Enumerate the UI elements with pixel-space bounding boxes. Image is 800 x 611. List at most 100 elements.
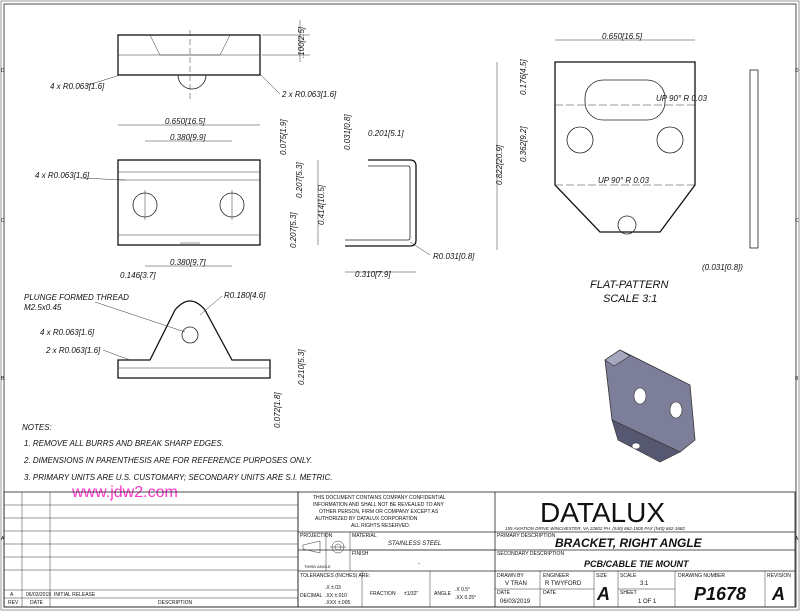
zone-row-c-right: C bbox=[795, 218, 799, 224]
zone-row-c-left: C bbox=[1, 218, 5, 224]
lower-radius-4x: 4 x R0.063[1.6] bbox=[40, 328, 95, 337]
tolerances-label: TOLERANCES (INCHES) ARE: bbox=[300, 573, 370, 579]
flat-width: 0.650[16.5] bbox=[602, 32, 643, 41]
tol-xx: .XX ±.010 bbox=[325, 593, 347, 599]
front-dim-207b: 0.207[5.3] bbox=[289, 212, 298, 248]
top-height-dim: .100[2.5] bbox=[297, 26, 306, 58]
drawn-by-label: DRAWN BY bbox=[497, 573, 524, 579]
tol-x: .X ±.03 bbox=[325, 585, 341, 591]
third-angle-label: THIRD ANGLE bbox=[304, 564, 331, 569]
tol-angle-xx: .XX 0.25° bbox=[455, 595, 476, 601]
confidential-line-5: ALL RIGHTS RESERVED. bbox=[351, 523, 410, 529]
rev-date-cell: 06/03/2019 bbox=[26, 592, 51, 598]
tol-fraction-value: ±1/32" bbox=[404, 591, 418, 597]
drawing-number-label: DRAWING NUMBER bbox=[678, 573, 725, 579]
revision-label: REVISION bbox=[767, 573, 791, 579]
lower-dim-210: 0.210[5.3] bbox=[297, 349, 306, 385]
lower-view: PLUNGE FORMED THREAD M2.5x0.45 R0.180[4.… bbox=[24, 291, 306, 428]
top-radius-left: 4 x R0.063[1.6] bbox=[50, 82, 105, 91]
flat-pattern-view: 0.650[16.5] 0.176[4.5] 0.362[9.2] 0.822[… bbox=[495, 32, 759, 305]
flat-dim-362: 0.362[9.2] bbox=[519, 126, 528, 162]
tol-angle-x: .X 0.5° bbox=[455, 587, 470, 593]
zone-row-d-right: D bbox=[795, 68, 799, 74]
flat-dim-822: 0.822[20.9] bbox=[495, 144, 504, 185]
front-view: 0.650[16.5] 0.380[9.9] 4 x R0.063[1.6] 0… bbox=[35, 117, 326, 280]
finish-value: - bbox=[418, 561, 420, 567]
zone-row-d-left: D bbox=[1, 68, 5, 74]
confidential-line-2: INFORMATION AND SHALL NOT BE REVEALED TO… bbox=[313, 502, 445, 508]
lower-plunge-label: PLUNGE FORMED THREAD bbox=[24, 293, 129, 302]
notes-heading: NOTES: bbox=[22, 423, 52, 432]
side-dim-201: 0.201[5.1] bbox=[368, 129, 404, 138]
side-dim-r031: R0.031[0.8] bbox=[433, 252, 475, 261]
flat-thickness: (0.031[0.8]) bbox=[702, 263, 743, 272]
front-width-holes: 0.380[9.9] bbox=[170, 133, 206, 142]
scale-value: 3:1 bbox=[640, 581, 649, 587]
top-view: .100[2.5] 4 x R0.063[1.6] 2 x R0.063[1.6… bbox=[50, 20, 337, 100]
confidential-line-1: THIS DOCUMENT CONTAINS COMPANY CONFIDENT… bbox=[313, 495, 446, 501]
date-header: DATE bbox=[30, 600, 44, 606]
tol-xxx: .XXX ±.005 bbox=[325, 600, 350, 606]
rev-cell: A bbox=[10, 592, 14, 598]
material-label: MATERIAL bbox=[352, 533, 377, 539]
sheet-value: 1 OF 1 bbox=[638, 599, 657, 605]
flat-pattern-title: FLAT-PATTERN bbox=[590, 279, 668, 291]
flat-bend-top: UP 90° R 0.03 bbox=[656, 94, 707, 103]
confidential-line-4: AUTHORIZED BY DATALUX CORPORATION bbox=[315, 516, 418, 522]
zone-row-a-left: A bbox=[1, 536, 5, 542]
lower-radius-large: R0.180[4.6] bbox=[224, 291, 266, 300]
flat-dim-176: 0.176[4.5] bbox=[519, 59, 528, 95]
third-angle-symbol bbox=[302, 540, 346, 554]
front-width-overall: 0.650[16.5] bbox=[165, 117, 206, 126]
primary-description: BRACKET, RIGHT ANGLE bbox=[555, 536, 703, 550]
material-value: STAINLESS STEEL bbox=[388, 541, 441, 547]
sheet-label: SHEET bbox=[620, 590, 637, 596]
primary-desc-label: PRIMARY DESCRIPTION bbox=[497, 533, 556, 539]
size-label: SIZE bbox=[596, 573, 608, 579]
finish-label: FINISH bbox=[352, 551, 369, 557]
top-radius-right: 2 x R0.063[1.6] bbox=[281, 90, 337, 99]
rev-description-cell: INITIAL RELEASE bbox=[54, 592, 96, 598]
drawing-number: P1678 bbox=[694, 584, 746, 604]
flat-bend-bottom: UP 90° R 0.03 bbox=[598, 176, 649, 185]
tol-fraction-label: FRACTION bbox=[370, 591, 396, 597]
confidential-line-3: OTHER PERSON, FIRM OR COMPANY EXCEPT AS bbox=[319, 509, 439, 515]
lower-dim-072: 0.072[1.8] bbox=[273, 392, 282, 428]
scale-label: SCALE bbox=[620, 573, 637, 579]
date-label-2: DATE bbox=[543, 590, 557, 596]
zone-row-b-right: B bbox=[795, 376, 799, 382]
isometric-view bbox=[604, 349, 696, 463]
projection-label: PROJECTION bbox=[300, 533, 333, 539]
engineer-label: ENGINEER bbox=[543, 573, 570, 579]
front-dim-380-bottom: 0.380[9.7] bbox=[170, 258, 206, 267]
company-name: DATALUX bbox=[540, 497, 665, 528]
lower-radius-2x: 2 x R0.063[1.6] bbox=[45, 346, 101, 355]
front-radius-label: 4 x R0.063[1.6] bbox=[35, 171, 90, 180]
date-label: DATE bbox=[497, 590, 511, 596]
rev-header: REV bbox=[8, 600, 19, 606]
front-dim-075: 0.075[1.9] bbox=[279, 119, 288, 155]
flat-pattern-scale: SCALE 3:1 bbox=[603, 293, 657, 305]
side-view: 0.031[0.8] 0.201[5.1] R0.031[0.8] 0.310[… bbox=[343, 114, 475, 279]
size-value: A bbox=[596, 584, 610, 604]
note-2: 2. DIMENSIONS IN PARENTHESIS ARE FOR REF… bbox=[23, 456, 312, 465]
tol-decimal-label: DECIMAL bbox=[300, 593, 322, 599]
note-1: 1. REMOVE ALL BURRS AND BREAK SHARP EDGE… bbox=[24, 439, 224, 448]
title-block bbox=[3, 491, 796, 608]
engineer-value: R TWYFORD bbox=[545, 581, 582, 587]
description-header: DESCRIPTION bbox=[158, 600, 193, 606]
side-dim-031-top: 0.031[0.8] bbox=[343, 114, 352, 150]
side-dim-310: 0.310[7.9] bbox=[355, 270, 391, 279]
note-3: 3. PRIMARY UNITS ARE U.S. CUSTOMARY; SEC… bbox=[24, 473, 333, 482]
date-value: 06/03/2019 bbox=[500, 599, 531, 605]
front-dim-207a: 0.207[5.3] bbox=[295, 162, 304, 198]
secondary-description: PCB/CABLE TIE MOUNT bbox=[584, 559, 690, 569]
revision-value: A bbox=[771, 584, 785, 604]
front-dim-414: 0.414[10.5] bbox=[317, 184, 326, 225]
drawn-by-value: V TRAN bbox=[505, 581, 527, 587]
lower-thread: M2.5x0.45 bbox=[24, 303, 62, 312]
watermark: www.jdw2.com bbox=[71, 484, 178, 501]
front-dim-146: 0.146[3.7] bbox=[120, 271, 156, 280]
